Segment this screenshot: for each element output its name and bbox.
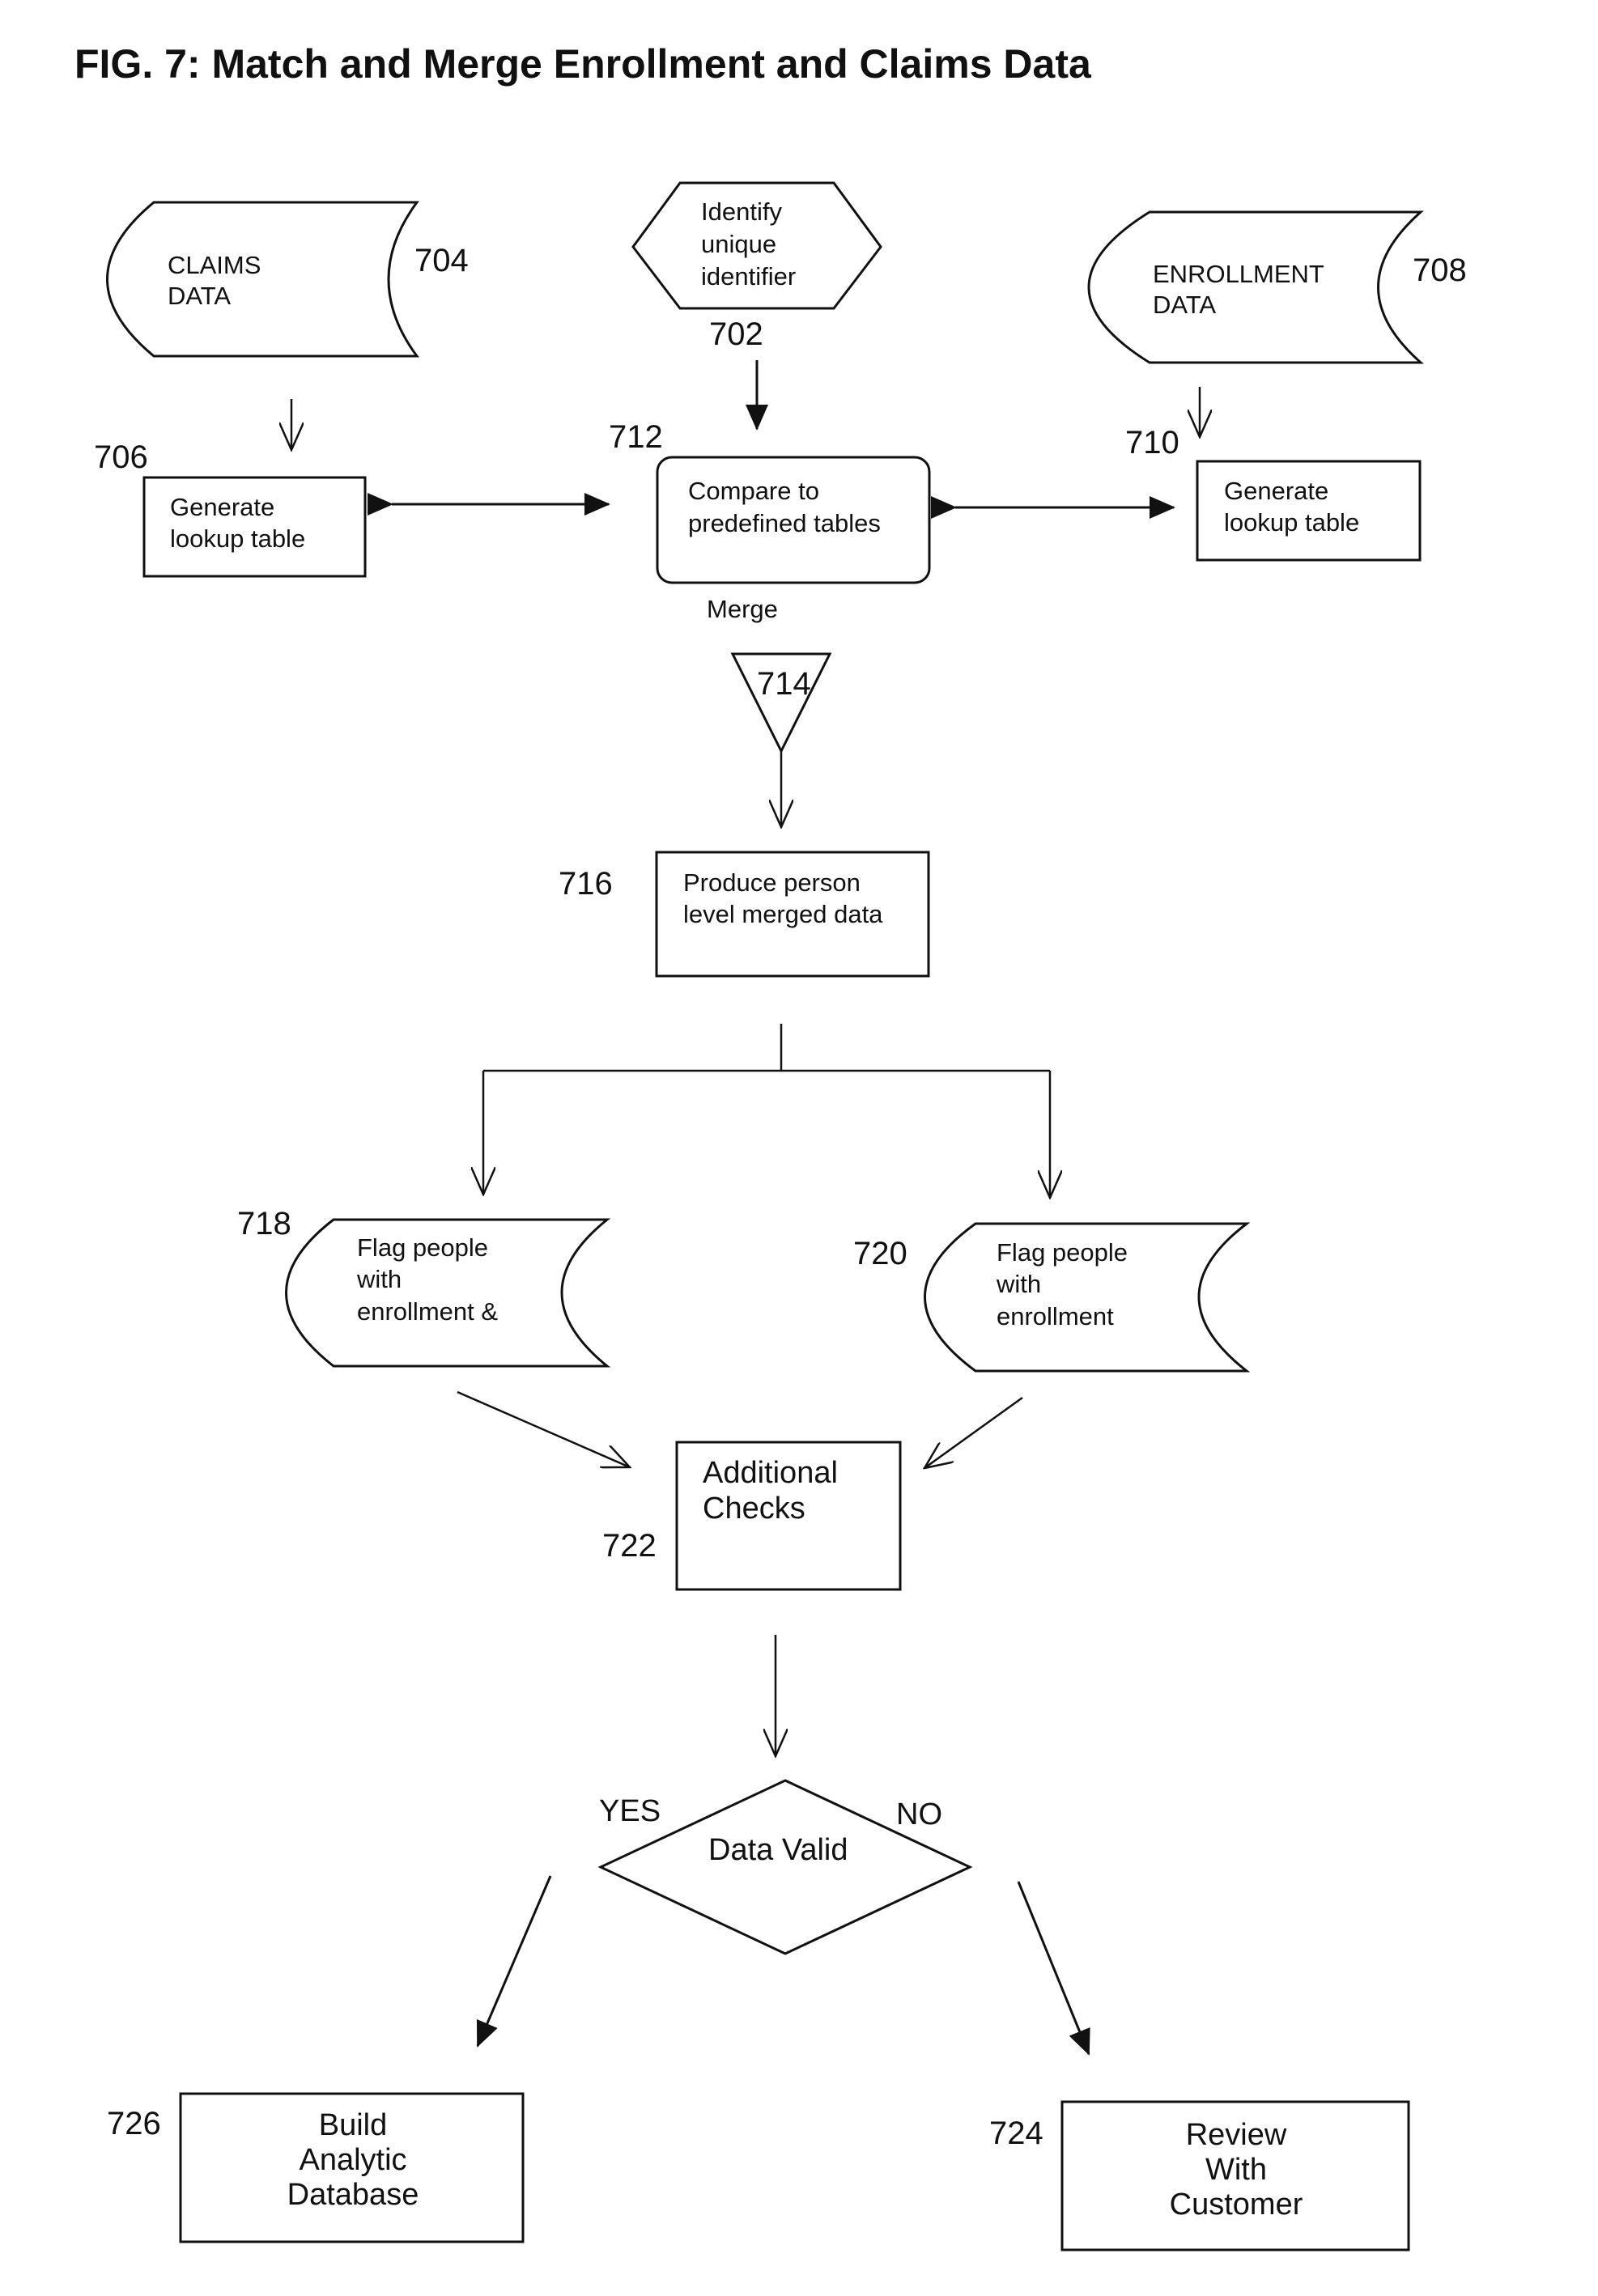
identify-label-line2: unique [701,230,776,258]
decision-yes-label: YES [599,1794,661,1828]
enrollment-data-node: ENROLLMENT DATA [1089,212,1421,363]
identify-label-line1: Identify [701,197,782,226]
compare-label-line2: predefined tables [688,509,881,537]
produce-label-line1: Produce person [683,868,861,897]
build-label-line2: Analytic [299,2143,406,2177]
build-ref: 726 [107,2106,161,2141]
checks-ref: 722 [602,1528,657,1564]
figure-title: FIG. 7: Match and Merge Enrollment and C… [74,41,1092,87]
claims-data-label-line2: DATA [168,282,231,310]
flag-right-ref: 720 [853,1236,907,1271]
compare-ref: 712 [609,419,663,455]
merge-label: Merge [707,595,778,623]
lookup-right-ref: 710 [1125,425,1179,460]
decision-label: Data Valid [708,1833,848,1867]
claims-data-node: CLAIMS DATA [108,202,418,356]
enrollment-data-label-line1: ENROLLMENT [1153,260,1324,288]
compare-label-line1: Compare to [688,477,819,505]
enrollment-data-label-line2: DATA [1153,291,1216,319]
build-label-line1: Build [319,2108,388,2142]
merge-node: 714 [733,654,830,751]
merge-ref: 714 [757,666,811,702]
review-ref: 724 [989,2116,1043,2151]
checks-label-line2: Checks [703,1492,805,1526]
additional-checks-node: Additional Checks [677,1442,900,1589]
compare-tables-node: Compare to predefined tables [657,457,929,583]
lookup-left-ref: 706 [94,439,148,475]
arrow-flag-right-to-checks [924,1398,1022,1468]
identify-identifier-node: Identify unique identifier [633,183,881,308]
lookup-right-label-line1: Generate [1224,477,1328,505]
arrow-yes-to-build [478,1876,550,2046]
identify-ref: 702 [709,316,763,352]
arrow-no-to-review [1018,1882,1089,2054]
lookup-left-label-line2: lookup table [170,524,305,553]
produce-merged-data-node: Produce person level merged data [657,852,929,976]
review-with-customer-node: Review With Customer [1062,2102,1409,2250]
review-label-line2: With [1205,2153,1267,2187]
flag-left-label-line2: with [356,1265,402,1293]
flag-right-label-line3: enrollment [997,1302,1114,1330]
identify-label-line3: identifier [701,262,796,291]
flag-right-label-line2: with [996,1270,1041,1298]
flag-left-ref: 718 [237,1206,291,1241]
build-analytic-database-node: Build Analytic Database [181,2094,523,2242]
review-label-line1: Review [1186,2118,1287,2152]
flag-left-label-line3: enrollment & [357,1297,498,1326]
checks-label-line1: Additional [703,1456,838,1490]
flag-people-left-node: Flag people with enrollment & [287,1220,608,1366]
flag-left-label-line1: Flag people [357,1233,488,1262]
claims-data-label-line1: CLAIMS [168,251,261,279]
produce-label-line2: level merged data [683,900,883,928]
decision-no-label: NO [896,1797,942,1831]
arrow-flag-left-to-checks [457,1392,630,1467]
flag-people-right-node: Flag people with enrollment [925,1224,1247,1371]
lookup-left-label-line1: Generate [170,493,274,521]
review-label-line3: Customer [1170,2188,1303,2222]
claims-data-ref: 704 [414,243,469,278]
build-label-line3: Database [287,2178,419,2212]
produce-ref: 716 [559,866,613,902]
flag-right-label-line1: Flag people [997,1238,1128,1267]
lookup-right-label-line2: lookup table [1224,508,1359,537]
lookup-table-right-node: Generate lookup table [1197,461,1420,560]
lookup-table-left-node: Generate lookup table [144,477,365,576]
enrollment-data-ref: 708 [1413,253,1467,288]
